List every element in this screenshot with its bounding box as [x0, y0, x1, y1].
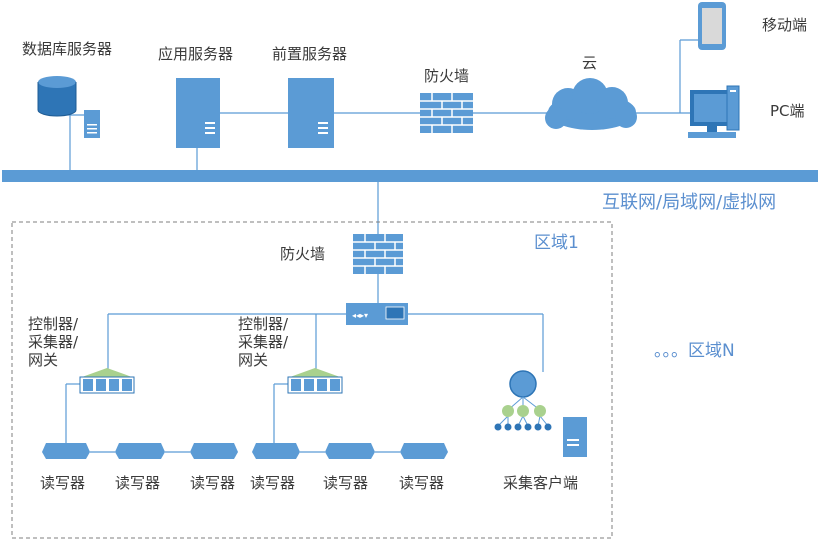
region-firewall-icon: [353, 234, 403, 274]
controller-icon: [287, 368, 343, 394]
switch-icon: ◂◂▸▾: [346, 303, 408, 325]
controller-label: 控制器/ 采集器/ 网关: [238, 315, 289, 369]
mobile-label: 移动端: [762, 16, 808, 34]
reader-icon: [400, 443, 448, 459]
region-connectors: [65, 313, 544, 453]
db-server-label: 数据库服务器: [22, 40, 113, 58]
reader-label: 读写器: [40, 474, 86, 492]
cloud-label: 云: [582, 54, 598, 72]
app-server-label: 应用服务器: [158, 45, 234, 63]
network-backbone: [2, 170, 818, 182]
region-border: [11, 221, 613, 539]
firewall-icon: [420, 93, 473, 133]
front-server-label: 前置服务器: [272, 45, 348, 63]
reader-icon: [325, 443, 375, 459]
region-n-label: 。。。区域N: [654, 341, 735, 361]
reader-label: 读写器: [115, 474, 161, 492]
controller-label: 控制器/ 采集器/ 网关: [28, 315, 79, 369]
app-server-icon: [176, 78, 220, 148]
client-label: 采集客户端: [503, 474, 579, 492]
region-title: 区域1: [534, 233, 579, 253]
reader-label: 读写器: [399, 474, 445, 492]
controller-icon: [79, 368, 135, 394]
reader-icon: [42, 443, 90, 459]
front-server-icon: [288, 78, 334, 148]
region-firewall-label: 防火墙: [280, 245, 326, 263]
svg-text:◂◂▸▾: ◂◂▸▾: [352, 311, 368, 320]
reader-label: 读写器: [323, 474, 369, 492]
reader-icon: [115, 443, 165, 459]
database-icon: [37, 76, 100, 138]
reader-label: 读写器: [250, 474, 296, 492]
pc-label: PC端: [770, 102, 805, 120]
reader-icon: [252, 443, 300, 459]
cloud-icon: [545, 78, 637, 130]
collection-client-icon: [494, 370, 587, 457]
reader-icon: [190, 443, 238, 459]
reader-label: 读写器: [190, 474, 236, 492]
firewall-label: 防火墙: [424, 67, 470, 85]
pc-icon: [688, 85, 740, 138]
mobile-phone-icon: [698, 2, 726, 50]
network-label: 互联网/局域网/虚拟网: [602, 192, 777, 213]
